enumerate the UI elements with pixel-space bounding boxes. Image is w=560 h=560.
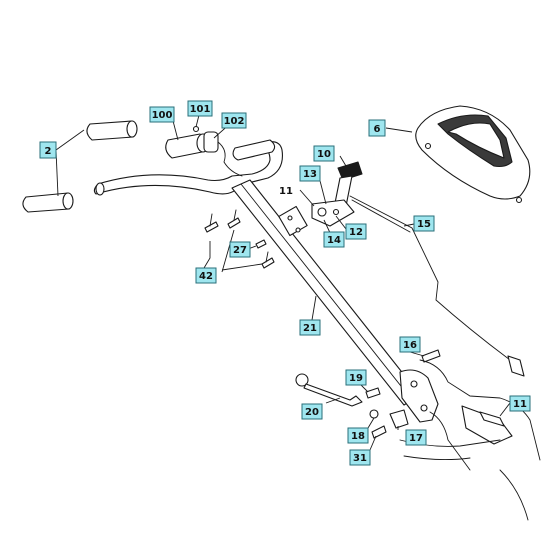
callout-6-label: 6 [374, 124, 381, 135]
callout-42: 42 [195, 267, 217, 284]
callout-31-label: 31 [353, 453, 367, 464]
callout-102-label: 102 [224, 116, 245, 127]
callout-20: 20 [301, 403, 323, 420]
callout-101: 101 [187, 100, 213, 117]
callout-15: 15 [413, 215, 435, 232]
control-lever [311, 161, 363, 227]
callout-13: 13 [299, 165, 321, 182]
callout-31: 31 [349, 449, 371, 466]
engine-cover [415, 105, 531, 204]
callout-14-label: 14 [327, 235, 341, 246]
callout-11-plain: 11 [279, 186, 293, 197]
callout-2: 2 [39, 141, 57, 159]
callout-10-label: 10 [317, 149, 331, 160]
handle-grip-upper [86, 120, 138, 141]
callout-16-label: 16 [403, 340, 417, 351]
callout-16: 16 [399, 336, 421, 353]
callout-10: 10 [313, 145, 335, 162]
callout-12-label: 12 [349, 227, 363, 238]
handle-grip-lower [22, 192, 74, 213]
gear-lever [295, 373, 363, 407]
callout-18-label: 18 [351, 431, 365, 442]
bolts-group [204, 209, 275, 269]
callout-42-label: 42 [199, 271, 213, 282]
callout-101-label: 101 [190, 104, 211, 115]
control-rod [349, 195, 525, 377]
tiller-frame [399, 359, 541, 521]
callout-11-plain-label: 11 [279, 186, 293, 197]
handlebar [93, 139, 283, 196]
callout-12: 12 [345, 223, 367, 240]
callout-21: 21 [299, 319, 321, 336]
callout-100: 100 [149, 106, 175, 123]
callout-6: 6 [368, 119, 386, 137]
callout-27-label: 27 [233, 245, 247, 256]
callout-27: 27 [229, 241, 251, 258]
throttle-grip [165, 125, 243, 177]
callout-2-label: 2 [45, 146, 52, 157]
lower-bracket [365, 349, 441, 439]
callout-11-boxed-label: 11 [513, 399, 527, 410]
callout-20-label: 20 [305, 407, 319, 418]
callout-18: 18 [347, 427, 369, 444]
callout-17-label: 17 [409, 433, 423, 444]
callout-17: 17 [405, 429, 427, 446]
callout-14: 14 [323, 231, 345, 248]
callout-21-label: 21 [303, 323, 317, 334]
callout-19-label: 19 [349, 373, 363, 384]
callout-102: 102 [221, 112, 247, 129]
callout-19: 19 [345, 369, 367, 386]
callout-100-label: 100 [152, 110, 173, 121]
callout-11-boxed: 11 [509, 395, 531, 412]
callout-15-label: 15 [417, 219, 431, 230]
callout-13-label: 13 [303, 169, 317, 180]
